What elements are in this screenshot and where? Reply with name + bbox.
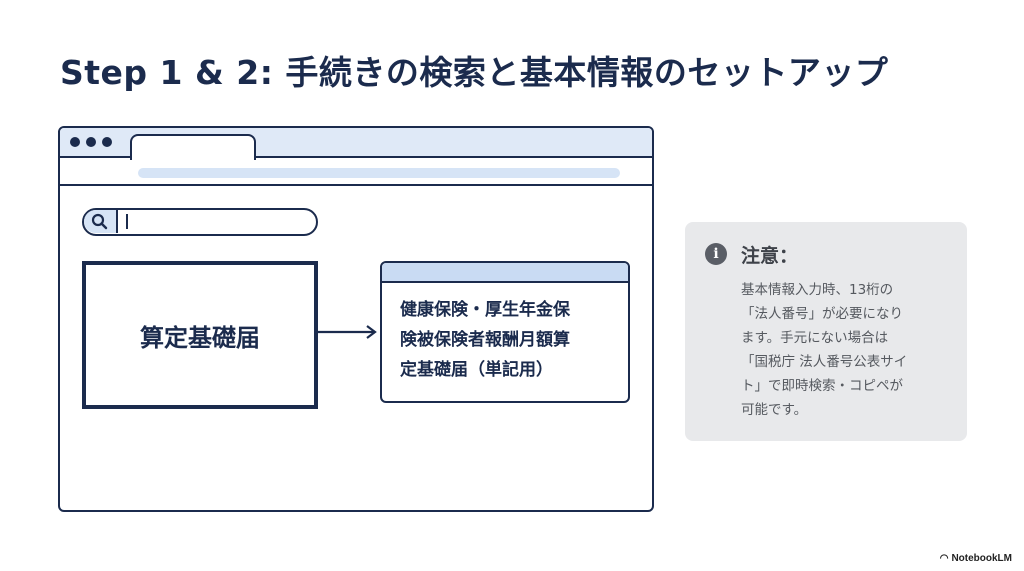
- note-line: 基本情報入力時、13桁の: [741, 282, 894, 298]
- note-line: ます。手元にない場合は: [741, 330, 889, 346]
- notebooklm-logo-icon: ◠: [939, 553, 949, 564]
- brand-watermark: ◠NotebookLM: [940, 553, 1012, 564]
- result-title: 健康保険・厚生年金保 険被保険者報酬月額算 定基礎届（単記用）: [382, 283, 628, 385]
- window-control-dot[interactable]: [102, 137, 112, 147]
- result-card-header: [382, 263, 628, 283]
- browser-window: 算定基礎届 健康保険・厚生年金保 険被保険者報酬月額算 定基礎届（単記用）: [58, 126, 654, 512]
- note-title: 注意：: [741, 245, 799, 267]
- result-title-line: 険被保険者報酬月額算: [400, 330, 570, 350]
- window-control-dot[interactable]: [86, 137, 96, 147]
- result-title-line: 健康保険・厚生年金保: [400, 300, 570, 320]
- divider: [60, 184, 652, 186]
- arrow-right-icon: [318, 325, 377, 339]
- result-title-line: 定基礎届（単記用）: [400, 360, 553, 380]
- note-line: 「国税庁 法人番号公表サイ: [741, 354, 908, 370]
- note-line: 「法人番号」が必要になり: [741, 306, 903, 322]
- browser-tab[interactable]: [130, 134, 256, 160]
- note-line: 可能です。: [741, 402, 808, 418]
- browser-topbar: [60, 128, 652, 160]
- search-result-card[interactable]: 健康保険・厚生年金保 険被保険者報酬月額算 定基礎届（単記用）: [380, 261, 630, 403]
- search-input[interactable]: [82, 208, 318, 236]
- note-line: ト」で即時検索・コピペが: [741, 378, 903, 394]
- brand-label: NotebookLM: [951, 553, 1012, 564]
- note-body: 基本情報入力時、13桁の 「法人番号」が必要になり ます。手元にない場合は 「国…: [741, 278, 951, 422]
- text-caret: [126, 214, 128, 229]
- note-panel: i 注意： 基本情報入力時、13桁の 「法人番号」が必要になり ます。手元にない…: [685, 222, 967, 441]
- info-icon: i: [705, 243, 727, 265]
- address-bar[interactable]: [138, 168, 620, 178]
- page-title: Step 1 & 2: 手続きの検索と基本情報のセットアップ: [60, 53, 889, 92]
- window-control-dot[interactable]: [70, 137, 80, 147]
- search-icon[interactable]: [84, 210, 118, 233]
- form-name-box: 算定基礎届: [82, 261, 318, 409]
